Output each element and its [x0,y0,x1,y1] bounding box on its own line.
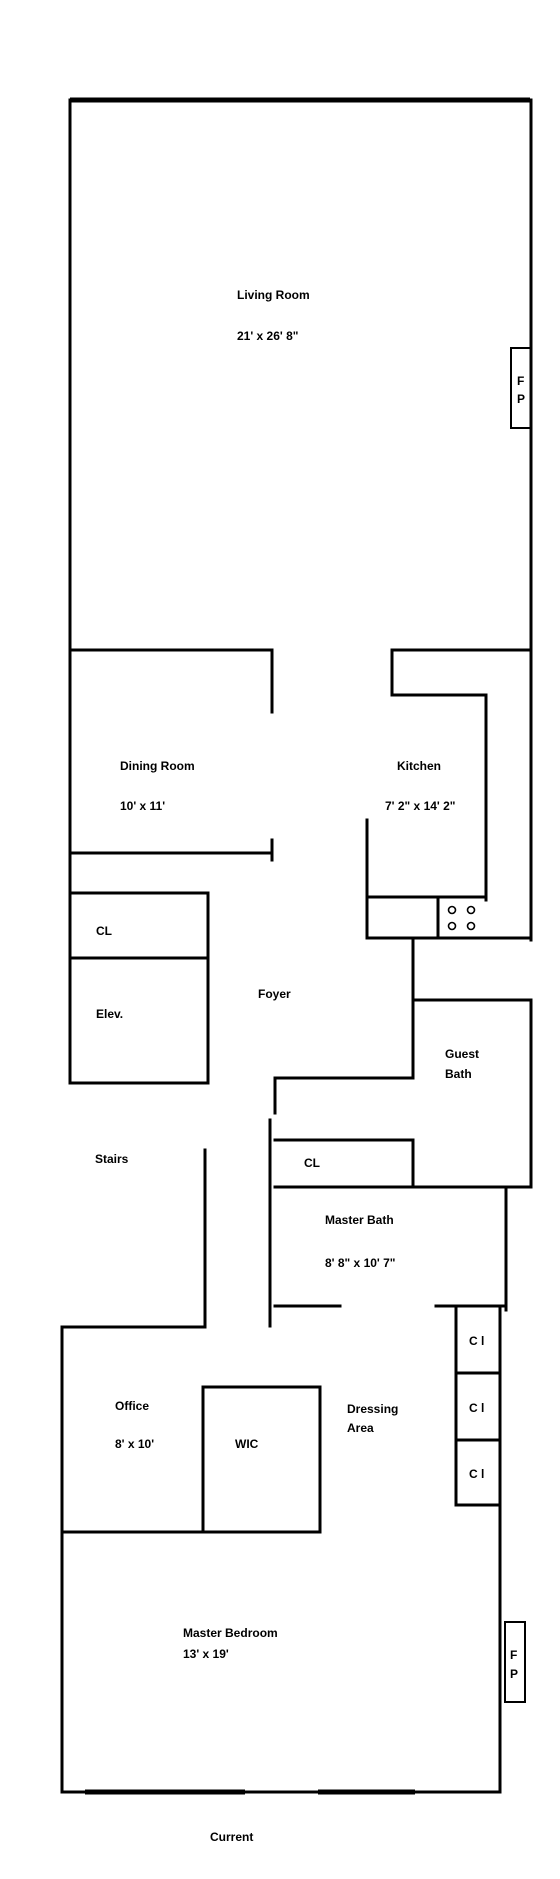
foyer-label: Foyer [258,987,291,1001]
closet-right-stack: C l C l C l [469,1334,484,1481]
stairs-label: Stairs [95,1152,129,1166]
dining-room: Dining Room 10' x 11' [120,759,195,813]
master-bath-dims: 8' 8" x 10' 7" [325,1256,395,1270]
fireplace-bedroom: F P [504,1621,526,1703]
svg-text:F: F [510,1648,517,1662]
master-bedroom-dims: 13' x 19' [183,1647,229,1661]
svg-text:F: F [517,374,524,388]
svg-text:C l: C l [469,1401,484,1415]
kitchen: Kitchen 7' 2" x 14' 2" [385,759,455,813]
svg-text:Area: Area [347,1421,374,1435]
living-room-dims: 21' x 26' 8" [237,329,298,343]
stove-icon [447,905,476,931]
master-bath: Master Bath 8' 8" x 10' 7" [325,1213,395,1270]
svg-text:P: P [517,392,525,406]
living-room-name: Living Room [237,288,310,302]
caption: Current [210,1830,253,1844]
elevator-label: Elev. [96,1007,123,1021]
office-dims: 8' x 10' [115,1437,154,1451]
kitchen-name: Kitchen [397,759,441,773]
master-bedroom-name: Master Bedroom [183,1626,278,1640]
fireplace-living: F P [510,347,532,429]
svg-text:P: P [510,1667,518,1681]
closet-label-lower: CL [304,1156,320,1170]
wic-label: WIC [235,1437,259,1451]
office: Office 8' x 10' [115,1399,154,1451]
dining-room-dims: 10' x 11' [120,799,165,813]
dressing-area: Dressing Area [347,1402,398,1435]
walls [60,97,533,1795]
svg-text:Guest: Guest [445,1047,479,1061]
master-bath-name: Master Bath [325,1213,394,1227]
dining-room-name: Dining Room [120,759,195,773]
svg-text:C l: C l [469,1467,484,1481]
living-room: Living Room 21' x 26' 8" [237,288,310,343]
svg-text:Bath: Bath [445,1067,472,1081]
svg-text:Dressing: Dressing [347,1402,398,1416]
guest-bath: Guest Bath [445,1047,479,1081]
office-name: Office [115,1399,149,1413]
kitchen-dims: 7' 2" x 14' 2" [385,799,455,813]
svg-text:C l: C l [469,1334,484,1348]
closet-label-upper: CL [96,924,112,938]
master-bedroom: Master Bedroom 13' x 19' [183,1626,278,1661]
